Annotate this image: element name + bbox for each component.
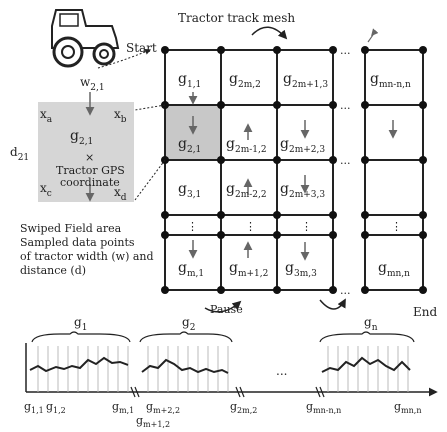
mesh-hdots-r1: ... xyxy=(340,99,351,112)
brace-g2 xyxy=(140,332,232,342)
cell-g2m22: g2m-2,2 xyxy=(226,181,267,200)
d21-label: d21 xyxy=(10,145,29,163)
cell-labels: g1,1 g2m,2 g2m+1,3 gmn-n,n g2,1 g2m-1,2 … xyxy=(178,71,411,279)
mesh-vdots-c4: ⋮ xyxy=(391,220,402,233)
mesh-hdots-top: ... xyxy=(340,44,351,57)
axis-label-g11: g1,1 xyxy=(24,400,44,415)
segment-label-g2: g2 xyxy=(182,315,195,333)
axis-label-gm1: gm,1 xyxy=(112,400,134,415)
sample-lines xyxy=(38,346,408,392)
mesh-hdots-bottom: ... xyxy=(340,284,351,297)
w21-label: w2,1 xyxy=(80,75,105,93)
cell-gmnnn: gmn-n,n xyxy=(370,71,411,90)
svg-text:distance (d): distance (d) xyxy=(20,264,86,277)
svg-text:Sampled data points: Sampled data points xyxy=(20,236,135,249)
cell-g2m12: g2m-1,2 xyxy=(226,136,267,155)
swiped-field-caption: Swiped Field area Sampled data points of… xyxy=(20,222,154,277)
cell-gmnn: gmn,n xyxy=(378,260,410,279)
cell-g2m33: g2m+3,3 xyxy=(280,181,325,200)
signal-trace-n xyxy=(322,358,410,372)
turn-arrow-bottom-right xyxy=(320,300,345,309)
brace-gn xyxy=(320,332,414,342)
turn-arrow-top-right xyxy=(368,33,374,42)
mesh-turn-arrow-top xyxy=(252,27,286,38)
signal-plot: g1 g2 gn ... g1,1 g1,2 gm,1 gm+2,2 gm+1,… xyxy=(24,315,436,429)
gps-label-2: coordinate xyxy=(60,176,120,189)
end-label: End xyxy=(413,305,437,319)
gps-marker-icon: × xyxy=(85,151,94,164)
cell-gm1: gm,1 xyxy=(178,260,204,279)
cell-g2m23: g2m+2,3 xyxy=(280,136,325,155)
axis-label-g12: g1,2 xyxy=(46,400,66,415)
svg-text:Swiped Field area: Swiped Field area xyxy=(20,222,122,235)
brace-g1 xyxy=(32,332,130,342)
axis-label-gmnn: gmn,n xyxy=(394,400,421,415)
cell-g2m13: g2m+1,3 xyxy=(283,71,328,90)
signal-trace-1 xyxy=(30,358,128,371)
mesh-vdots-c3: ⋮ xyxy=(301,220,312,233)
svg-text:of tractor width (w) and: of tractor width (w) and xyxy=(20,250,154,263)
segment-label-g1: g1 xyxy=(74,315,87,333)
mesh-title: Tractor track mesh xyxy=(178,11,295,25)
axis-label-g2m2: g2m,2 xyxy=(230,400,257,415)
axis-label-gm12: gm+1,2 xyxy=(136,414,170,429)
mesh-vdots-c1: ⋮ xyxy=(187,220,198,233)
start-label: Start xyxy=(126,41,157,55)
signal-trace-2 xyxy=(142,360,228,373)
cell-g11: g1,1 xyxy=(178,71,201,90)
cell-g2m2: g2m,2 xyxy=(229,71,261,90)
pause-label: Pause xyxy=(210,303,243,316)
mesh-vdots-c2: ⋮ xyxy=(245,220,256,233)
gps-inset: w2,1 xa xb g2,1 × Tractor GPS coordinate… xyxy=(10,75,165,203)
cell-g3m3: g3m,3 xyxy=(285,260,317,279)
segment-label-gn: gn xyxy=(364,315,378,333)
cell-g31: g3,1 xyxy=(178,181,201,200)
cell-gm12: gm+1,2 xyxy=(229,260,268,279)
axis-label-gm22: gm+2,2 xyxy=(146,400,180,415)
tractor-icon xyxy=(52,10,118,66)
signal-ellipsis: ... xyxy=(276,364,287,378)
axis-label-gmnnn: gmn-n,n xyxy=(306,400,341,415)
mesh-hdots-r2: ... xyxy=(340,154,351,167)
